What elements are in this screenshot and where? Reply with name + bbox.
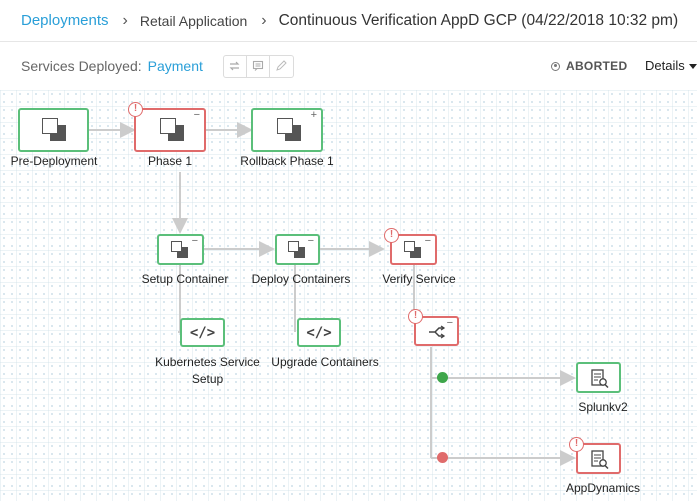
collapse-icon[interactable]: −: [191, 235, 198, 247]
node-upgrade-containers[interactable]: </>: [297, 318, 341, 347]
breadcrumb-deployments-link[interactable]: Deployments: [21, 12, 109, 29]
code-icon: </>: [189, 324, 216, 341]
breadcrumb-app[interactable]: Retail Application: [139, 12, 248, 29]
node-label-kubernetes-service-setup: Kubernetes Service Setup: [155, 355, 260, 386]
node-splunkv2[interactable]: [576, 362, 621, 393]
node-label-phase-1: Phase 1: [147, 154, 193, 168]
code-icon: </>: [306, 324, 332, 341]
warning-icon: !: [384, 228, 399, 243]
services-deployed-label: Services Deployed:: [21, 58, 142, 74]
node-label-appdynamics: AppDynamics: [565, 481, 641, 495]
node-label-verify-service: Verify Service: [382, 272, 456, 286]
expand-icon[interactable]: +: [310, 109, 317, 121]
collapse-icon[interactable]: −: [446, 317, 453, 329]
collapse-icon[interactable]: −: [193, 109, 200, 121]
node-label-splunkv2: Splunkv2: [578, 400, 628, 414]
warning-icon: !: [128, 102, 143, 117]
fork-icon: [429, 325, 446, 339]
toolbar-icon-group: [222, 54, 294, 78]
node-pre-deployment[interactable]: [18, 108, 89, 152]
breadcrumb: Deployments › Retail Application › Conti…: [0, 0, 697, 42]
node-setup-container[interactable]: −: [157, 234, 204, 265]
status-badge: ABORTED: [551, 59, 627, 73]
notes-icon[interactable]: [247, 55, 270, 77]
collapse-icon[interactable]: −: [307, 235, 314, 247]
chevron-right-icon: ›: [261, 11, 267, 29]
verification-icon: [591, 450, 609, 470]
chevron-right-icon: ›: [122, 11, 128, 29]
edit-icon[interactable]: [270, 56, 293, 77]
workflow-canvas: [0, 90, 697, 501]
status-icon: [551, 61, 560, 71]
node-fork[interactable]: −: [414, 316, 459, 346]
node-label-pre-deployment: Pre-Deployment: [10, 154, 98, 168]
condition-failure-dot[interactable]: [437, 452, 448, 463]
node-label-upgrade-containers: Upgrade Containers: [271, 355, 379, 369]
verification-icon: [591, 369, 609, 389]
node-kubernetes-service-setup[interactable]: </>: [180, 318, 225, 347]
rerun-icon[interactable]: [224, 55, 247, 77]
canvas-grid: [0, 90, 697, 501]
collapse-icon[interactable]: −: [424, 235, 431, 247]
node-label-rollback-phase-1: Rollback Phase 1: [240, 154, 334, 168]
node-rollback-phase-1[interactable]: +: [251, 108, 323, 152]
status-text: ABORTED: [566, 59, 628, 73]
node-deploy-containers[interactable]: −: [275, 234, 320, 265]
deployment-toolbar: Services Deployed: Payment: [0, 43, 697, 89]
details-label: Details: [645, 58, 685, 73]
node-label-setup-container: Setup Container: [141, 272, 229, 286]
node-appdynamics[interactable]: [576, 443, 621, 474]
service-link[interactable]: Payment: [147, 58, 203, 74]
condition-success-dot[interactable]: [437, 372, 448, 383]
page-title: Continuous Verification AppD GCP (04/22/…: [278, 11, 679, 29]
node-label-deploy-containers: Deploy Containers: [251, 272, 351, 286]
node-phase-1[interactable]: −: [134, 108, 206, 152]
warning-icon: !: [408, 309, 423, 324]
caret-down-icon: [688, 64, 697, 70]
details-dropdown[interactable]: Details: [645, 58, 697, 73]
warning-icon: !: [569, 437, 584, 452]
